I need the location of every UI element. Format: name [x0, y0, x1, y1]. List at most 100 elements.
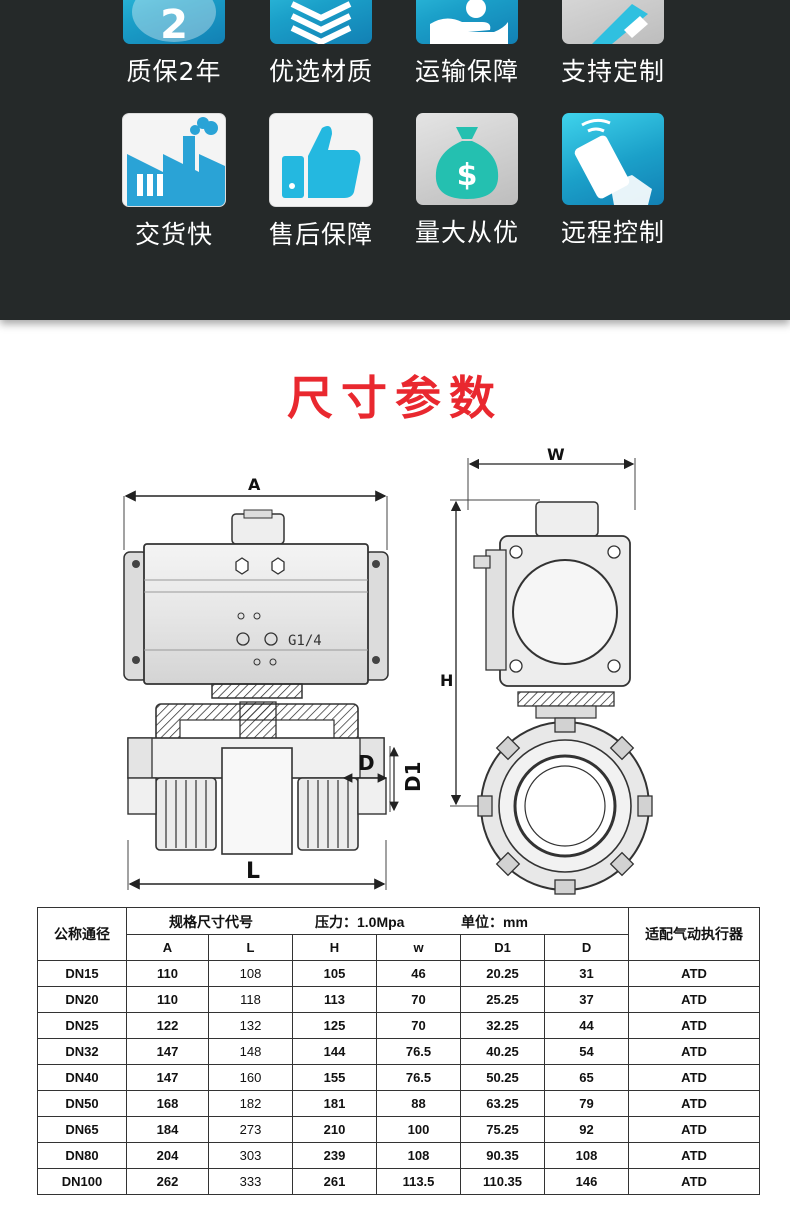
- warranty-2-icon: 2: [123, 0, 225, 44]
- dimension-cell: 160: [208, 1064, 293, 1091]
- col-header-w: w: [376, 934, 461, 961]
- dimension-cell: 113.5: [376, 1168, 461, 1195]
- col-header-l: L: [208, 934, 293, 961]
- dimension-cell: 181: [292, 1090, 377, 1117]
- dim-d1-label: D1: [401, 761, 425, 792]
- nominal-size-cell: DN80: [37, 1142, 127, 1169]
- dimension-cell: 108: [543, 1142, 630, 1169]
- nominal-size-cell: DN25: [37, 1012, 127, 1039]
- nominal-size-cell: DN65: [37, 1116, 127, 1143]
- remote-control-icon: [562, 113, 664, 205]
- feature-warranty: 2 质保2年: [101, 0, 247, 88]
- spec-table: 公称通径 规格尺寸代号 压力：1.0Mpa 单位：mm 适配气动执行器 A L …: [37, 907, 761, 1195]
- dimension-cell: 65: [543, 1064, 630, 1091]
- dimension-cell: 182: [208, 1090, 293, 1117]
- dimension-cell: 54: [543, 1038, 630, 1065]
- actuator-cell: ATD: [628, 1142, 761, 1169]
- pressure-label: 压力：1.0Mpa: [315, 914, 405, 930]
- dimension-cell: 76.5: [376, 1038, 461, 1065]
- dim-h-label: H: [440, 671, 453, 690]
- nominal-size-cell: DN50: [37, 1090, 127, 1117]
- dimension-cell: 144: [292, 1038, 377, 1065]
- nominal-size-cell: DN15: [37, 960, 127, 987]
- feature-custom: 支持定制: [540, 0, 686, 88]
- dimension-cell: 63.25: [460, 1090, 545, 1117]
- actuator-cell: ATD: [628, 1116, 761, 1143]
- dimension-cell: 261: [292, 1168, 377, 1195]
- feature-panel: 2 质保2年 优选材质 运输保障: [0, 0, 790, 320]
- nominal-size-cell: DN32: [37, 1038, 127, 1065]
- dimension-cell: 70: [376, 1012, 461, 1039]
- dimension-cell: 125: [292, 1012, 377, 1039]
- dimension-cell: 108: [376, 1142, 461, 1169]
- layers-icon: [270, 0, 372, 44]
- dimension-cell: 204: [126, 1142, 209, 1169]
- dimension-cell: 76.5: [376, 1064, 461, 1091]
- actuator-cell: ATD: [628, 1064, 761, 1091]
- dim-d-label: D: [358, 751, 375, 775]
- feature-label: 支持定制: [560, 57, 665, 86]
- col-header-d: D: [543, 934, 630, 961]
- dimension-cell: 88: [376, 1090, 461, 1117]
- feature-label: 交货快: [134, 220, 213, 249]
- feature-label: 远程控制: [560, 218, 665, 247]
- dimension-cell: 132: [208, 1012, 293, 1039]
- dimension-cell: 40.25: [460, 1038, 545, 1065]
- feature-label: 量大从优: [414, 218, 519, 247]
- col-actuator-header: 适配气动执行器: [628, 907, 761, 961]
- svg-text:2: 2: [160, 2, 188, 44]
- dimension-cell: 147: [126, 1038, 209, 1065]
- col-nominal-header: 公称通径: [37, 907, 127, 961]
- unit-label: 单位：mm: [461, 914, 528, 930]
- dimension-cell: 146: [543, 1168, 630, 1195]
- dimension-cell: 79: [543, 1090, 630, 1117]
- dimension-cell: 113: [292, 986, 377, 1013]
- dimension-cell: 32.25: [460, 1012, 545, 1039]
- money-bag-icon: $: [416, 113, 518, 205]
- feature-transport: 运输保障: [394, 0, 540, 88]
- dimension-cell: 46: [376, 960, 461, 987]
- dimension-cell: 70: [376, 986, 461, 1013]
- spec-group-label: 规格尺寸代号: [169, 914, 253, 930]
- feature-label: 优选材质: [268, 57, 373, 86]
- port-label: G1/4: [288, 633, 322, 649]
- dim-a-label: A: [248, 475, 261, 494]
- dimension-cell: 31: [543, 960, 630, 987]
- dimension-cell: 122: [126, 1012, 209, 1039]
- dimension-cell: 44: [543, 1012, 630, 1039]
- svg-text:$: $: [457, 158, 478, 193]
- dimension-cell: 184: [126, 1116, 209, 1143]
- dimension-cell: 110: [126, 986, 209, 1013]
- dim-l-label: L: [246, 859, 260, 884]
- actuator-cell: ATD: [628, 1090, 761, 1117]
- valve-dimension-drawing: G1/4 D D1 L A: [123, 445, 653, 895]
- actuator-cell: ATD: [628, 1012, 761, 1039]
- col-header-a: A: [126, 934, 209, 961]
- feature-label: 质保2年: [126, 57, 222, 86]
- dimension-cell: 273: [208, 1116, 293, 1143]
- col-header-d1: D1: [460, 934, 545, 961]
- nominal-size-cell: DN100: [37, 1168, 127, 1195]
- dimension-cell: 333: [208, 1168, 293, 1195]
- spec-group-header: 规格尺寸代号 压力：1.0Mpa 单位：mm: [125, 907, 630, 935]
- actuator-cell: ATD: [628, 1038, 761, 1065]
- nominal-size-cell: DN20: [37, 986, 127, 1013]
- dimension-cell: 210: [292, 1116, 377, 1143]
- actuator-cell: ATD: [628, 986, 761, 1013]
- dim-w-label: W: [547, 445, 565, 464]
- feature-bulk-discount: $ 量大从优: [394, 113, 540, 249]
- dimension-cell: 155: [292, 1064, 377, 1091]
- actuator-cell: ATD: [628, 960, 761, 987]
- factory-icon: [122, 113, 226, 207]
- table-header-row: 公称通径 规格尺寸代号 压力：1.0Mpa 单位：mm 适配气动执行器: [37, 907, 761, 961]
- nominal-size-cell: DN40: [37, 1064, 127, 1091]
- dimension-cell: 108: [208, 960, 293, 987]
